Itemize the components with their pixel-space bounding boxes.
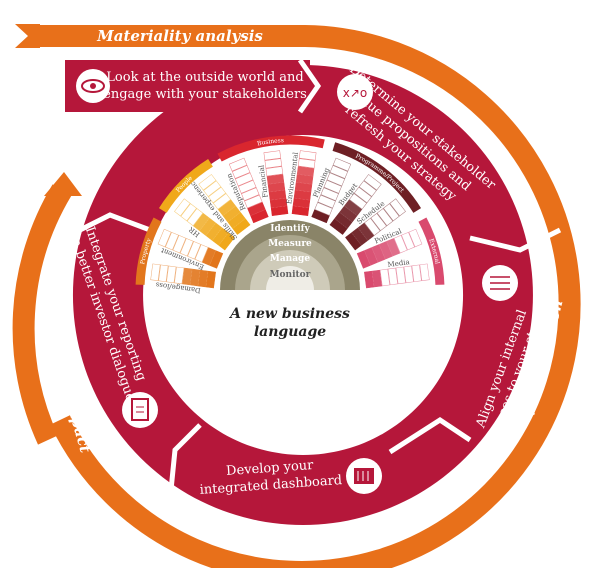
bar-damage-loss: Damage/loss <box>150 263 216 294</box>
bar-environmental: Environmental <box>285 150 317 216</box>
group-label: Business <box>257 137 285 147</box>
svg-text:x↗o: x↗o <box>343 86 368 100</box>
outer-arc-left <box>12 184 72 445</box>
group-arc <box>135 217 162 286</box>
banner-tail <box>15 24 40 48</box>
arrow-head <box>44 172 82 196</box>
ring-label: Monitor <box>270 270 311 280</box>
bar-financial: Financial <box>257 150 289 216</box>
ring-label: Manage <box>270 254 310 264</box>
clipboard-icon <box>122 392 158 428</box>
ring-monitor <box>266 266 314 290</box>
outer-process-arc <box>40 25 581 568</box>
step-text: Develop your <box>226 458 315 479</box>
banner-title: Materiality analysis <box>96 27 263 45</box>
process-ring <box>72 65 533 525</box>
step-1: Look at the outside world and engage with… <box>103 70 307 102</box>
bar-reputation: Reputation <box>225 157 269 224</box>
group-arc <box>332 142 422 213</box>
strategy-icon: x↗o <box>337 74 373 110</box>
eye-icon <box>76 69 110 103</box>
bar-planning: Planning <box>311 157 352 224</box>
group-arc <box>158 158 213 213</box>
group-label-text: Business <box>257 137 285 147</box>
segment-separators <box>78 58 562 501</box>
group-arc <box>217 135 325 162</box>
dashboard-icon <box>346 458 382 494</box>
process-flow-icon <box>482 265 518 301</box>
ring-label: Measure <box>268 239 312 249</box>
bar-label: Media <box>387 258 410 269</box>
bar-hr: HR <box>174 198 235 251</box>
bar-budget: Budget <box>329 174 382 235</box>
bar-media: Media <box>364 258 430 289</box>
ring-label: Identify <box>270 224 310 234</box>
group-arc <box>418 217 445 286</box>
step-text: Look at the outside world and <box>106 70 303 85</box>
step-text: engage with your stakeholders <box>103 87 307 102</box>
center-title-1: A new business <box>228 306 350 322</box>
center-title-2: language <box>254 324 326 340</box>
